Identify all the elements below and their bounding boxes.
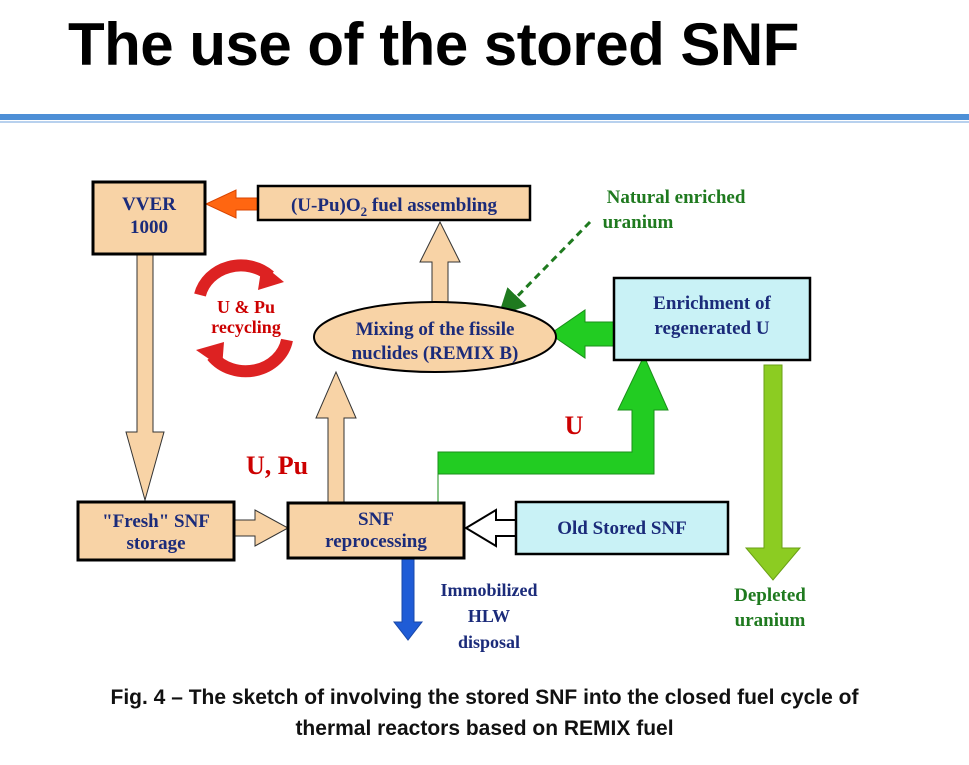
enrichment-label-line2: regenerated U bbox=[654, 318, 769, 339]
enrichment-label-line1: Enrichment of bbox=[653, 293, 771, 314]
reprocessing-label-line2: reprocessing bbox=[325, 531, 427, 552]
title-rule bbox=[0, 114, 969, 120]
hlw-label-line3: disposal bbox=[458, 632, 520, 652]
vver-label-line2: 1000 bbox=[130, 217, 168, 238]
arrow-assembling-to-vver bbox=[204, 189, 259, 219]
arrow-reprocessing-to-hlw bbox=[392, 557, 424, 641]
arrow-mixing-to-assembling bbox=[419, 220, 461, 303]
old-stored-snf-label: Old Stored SNF bbox=[557, 518, 687, 539]
recycling-label-line1: U & Pu bbox=[217, 297, 275, 317]
depleted-label-line1: Depleted bbox=[734, 585, 806, 606]
depleted-label-line2: uranium bbox=[735, 610, 806, 631]
vver-box bbox=[91, 180, 207, 256]
fuel-assembling-box bbox=[256, 184, 532, 222]
old-stored-snf-box bbox=[514, 500, 730, 556]
slide-title: The use of the stored SNF bbox=[68, 11, 799, 78]
mixing-label-line1: Mixing of the fissile bbox=[356, 319, 515, 340]
title-rule-shadow bbox=[0, 121, 969, 123]
recycling-label-line2: recycling bbox=[211, 317, 281, 337]
fuel-assembling-label: (U-Pu)O2 fuel assembling bbox=[291, 195, 498, 219]
vver-label-line1: VVER bbox=[122, 194, 176, 215]
hlw-label-line2: HLW bbox=[468, 606, 510, 626]
caption-line2: thermal reactors based on REMIX fuel bbox=[295, 717, 674, 740]
recycling-arrows-icon bbox=[194, 259, 293, 378]
fresh-snf-storage-box bbox=[76, 500, 236, 562]
reprocessing-label-line1: SNF bbox=[358, 509, 394, 530]
arrow-enrichment-to-depleted bbox=[744, 364, 802, 581]
arrow-vver-to-fresh-storage bbox=[125, 254, 165, 502]
hlw-label-line1: Immobilized bbox=[441, 580, 538, 600]
arrow-natural-uranium-to-mixing bbox=[498, 220, 592, 316]
arrow-old-stored-to-reprocessing bbox=[464, 508, 517, 548]
arrow-storage-to-reprocessing bbox=[233, 509, 290, 547]
fresh-snf-label-line2: storage bbox=[126, 533, 185, 554]
enrichment-box bbox=[612, 276, 812, 362]
mixing-label-line2: nuclides (REMIX B) bbox=[352, 343, 519, 364]
arrow-reprocessing-to-enrichment bbox=[422, 354, 669, 504]
natural-uranium-label-line1: Natural enriched bbox=[607, 187, 746, 208]
u-pu-flow-label: U, Pu bbox=[246, 451, 308, 480]
arrow-reprocessing-to-mixing bbox=[315, 370, 357, 503]
natural-uranium-label-line2: uranium bbox=[603, 212, 674, 233]
arrow-enrichment-to-mixing bbox=[549, 309, 615, 359]
fresh-snf-label-line1: "Fresh" SNF bbox=[102, 511, 210, 532]
u-flow-label: U bbox=[565, 411, 584, 440]
caption-line1: Fig. 4 – The sketch of involving the sto… bbox=[110, 686, 859, 709]
mixing-ellipse bbox=[313, 301, 557, 373]
figure-caption: Fig. 4 – The sketch of involving the sto… bbox=[0, 682, 969, 744]
snf-reprocessing-box bbox=[286, 501, 466, 560]
